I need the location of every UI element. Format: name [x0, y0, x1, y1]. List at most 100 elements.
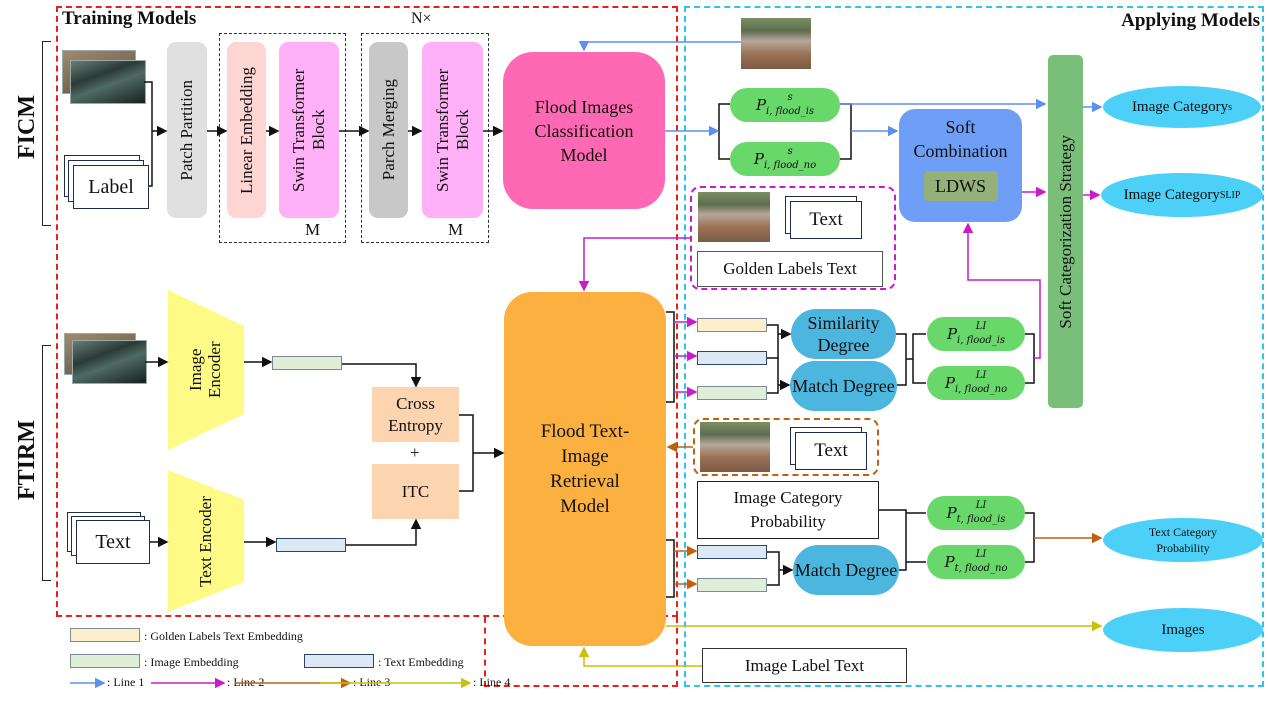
ficm-bracket: [42, 41, 51, 226]
text-group-photo: [700, 422, 770, 472]
applying-models-region: [684, 6, 1264, 687]
image-category-probability: Image Category Probability: [697, 481, 879, 539]
training-models-region: [56, 6, 678, 617]
ps-bracket: [718, 103, 852, 160]
applying-models-title: Applying Models: [1121, 10, 1260, 31]
loss-to-model: [459, 414, 503, 492]
plus-sign: +: [410, 443, 420, 462]
training-image: [70, 60, 146, 104]
emb-to-match: [767, 358, 789, 393]
text-embedding-ftirm: [276, 538, 346, 552]
math-sup: LI: [975, 500, 987, 511]
ftirm-image: [72, 340, 147, 384]
math-sub: i, flood_is: [957, 335, 1006, 346]
math-sub: i, flood_no: [954, 384, 1008, 395]
ldws-block: LDWS: [923, 171, 998, 201]
input-flood-photo: [741, 18, 811, 69]
legend-line-1-label: : Line 1: [107, 675, 145, 689]
ellipse-label: Image Category: [1131, 98, 1229, 115]
stage2-group: [361, 33, 489, 243]
emb-to-match2: [767, 551, 792, 586]
golden-text-doc: Text: [790, 201, 862, 239]
img-emb-to-ce: [342, 363, 422, 388]
legend-text-label: : Text Embedding: [378, 655, 464, 669]
text-group-doc: Text: [795, 432, 867, 470]
math-base: P: [755, 96, 767, 114]
ftirm-out-bracket-1: [666, 311, 675, 403]
math-sub: i, flood_is: [766, 106, 815, 117]
emb-to-sim: [767, 325, 790, 359]
image-embedding-t: [697, 578, 767, 592]
repeat-m-1: M: [305, 220, 321, 239]
similarity-degree: Similarity Degree: [791, 309, 896, 359]
pli-to-softcomb: [962, 222, 1041, 359]
math-sup: s: [787, 92, 793, 103]
text-doc: Text: [76, 520, 150, 564]
math-sup: LI: [975, 321, 987, 332]
golden-to-ftirm: [578, 237, 690, 292]
ftirm-bracket: [42, 345, 51, 581]
soft-combination-label: Soft Combination: [913, 117, 1008, 161]
text-query-group: [693, 418, 879, 476]
swin-block-1: Swin Transformer Block: [279, 42, 339, 218]
legend-line-4-label: : Line 4: [473, 675, 511, 689]
itc-loss: ITC: [372, 464, 459, 519]
sim-match-to-pli: [896, 333, 926, 386]
golden-labels-text: Golden Labels Text: [697, 251, 883, 287]
golden-group-photo: [698, 192, 770, 242]
flood-text-image-retrieval-model: Flood Text-Image Retrieval Model: [504, 292, 666, 646]
swin-block-2: Swin Transformer Block: [422, 42, 483, 218]
linear-embedding-block: Linear Embedding: [227, 42, 266, 218]
image-embedding-ftirm: [272, 356, 342, 370]
math-base: P: [946, 504, 957, 522]
ficm-image-line: [144, 81, 153, 187]
photo-to-ficm-model: [578, 41, 741, 52]
training-models-region-extension: [484, 617, 678, 687]
images-output: Images: [1103, 608, 1263, 652]
math-sup: LI: [975, 549, 987, 560]
stage1-group: [219, 33, 346, 243]
parch-merging-block: Parch Merging: [369, 42, 408, 218]
legend-text-swatch: [304, 654, 374, 668]
golden-labels-group: [690, 186, 896, 290]
math-sup: LI: [975, 370, 987, 381]
text-category-probability: Text Category Probability: [1103, 518, 1263, 562]
soft-categorization-strategy: Soft Categorization Strategy: [1048, 55, 1083, 408]
text-embedding-li: [697, 351, 767, 365]
labeltext-to-ftirm: [578, 646, 702, 667]
legend-line-3-label: : Line 3: [353, 675, 391, 689]
image-encoder-shape: [168, 290, 244, 450]
golden-labels-embedding: [697, 318, 767, 332]
legend-line-2-label: : Line 2: [227, 675, 265, 689]
text-embedding-t: [697, 545, 767, 559]
p-li-i-flood-is: P LI i, flood_is: [927, 317, 1025, 351]
icp-to-plit: [879, 509, 926, 571]
legend-image-swatch: [70, 654, 140, 668]
soft-combination-block: Soft Combination LDWS: [899, 109, 1022, 222]
ellipse-label: Image Category: [1123, 186, 1220, 203]
repeat-n: N×: [411, 10, 432, 27]
math-base: P: [944, 553, 955, 571]
text-encoder-shape: [168, 470, 244, 612]
math-sub: t, flood_no: [954, 563, 1008, 574]
label-doc: Label: [73, 165, 149, 209]
cross-entropy-loss: Cross Entropy: [372, 387, 459, 442]
match-degree-2: Match Degree: [793, 545, 899, 595]
repeat-m-2: M: [448, 220, 464, 239]
txt-emb-to-itc: [346, 518, 422, 546]
pli-i-bracket: [1025, 333, 1035, 384]
math-base: P: [946, 325, 958, 343]
match-degree-1: Match Degree: [790, 361, 897, 411]
plit-bracket: [1025, 512, 1035, 563]
image-embedding-li: [697, 386, 767, 400]
ellipse-sup: s: [1228, 101, 1233, 113]
flood-images-classification-model: Flood Images Classification Model: [503, 52, 665, 209]
legend-image-label: : Image Embedding: [144, 655, 239, 669]
ftirm-out-bracket-2: [666, 539, 675, 598]
